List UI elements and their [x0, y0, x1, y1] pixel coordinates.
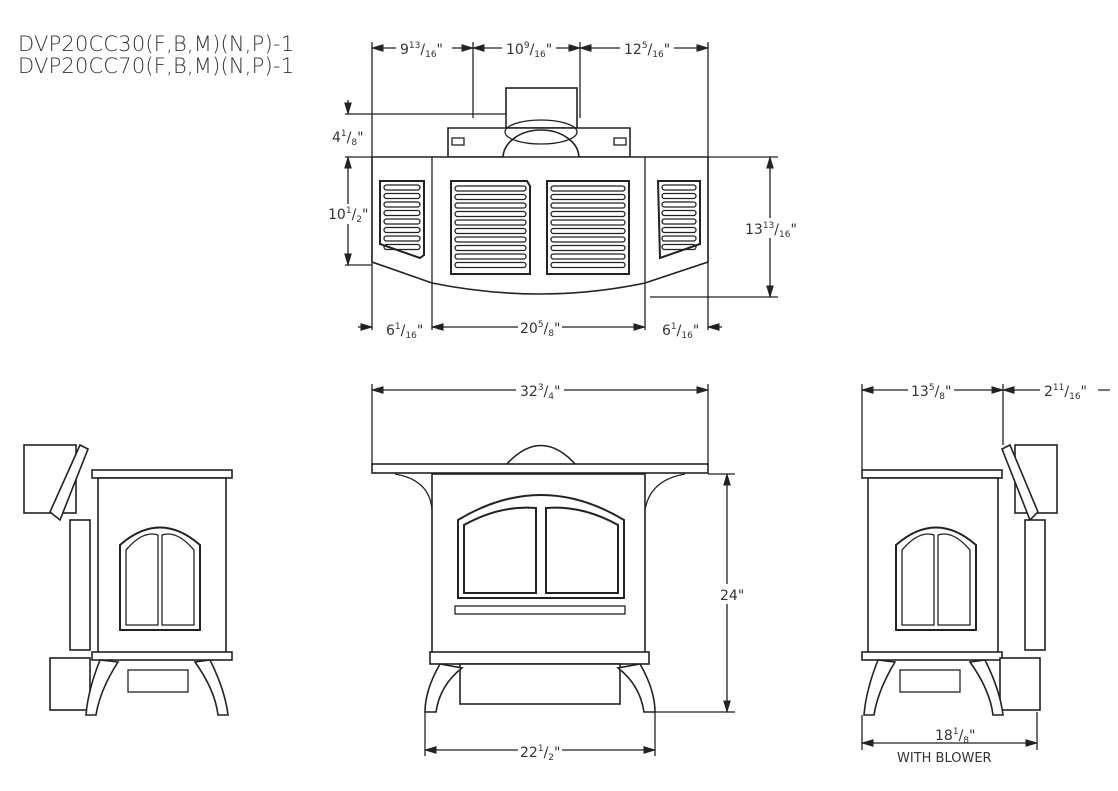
dim-left-shelf: 61/16" — [386, 322, 423, 341]
grille-slat — [454, 261, 527, 269]
grille-slat — [383, 209, 421, 217]
dim-depth-with-blower: 181/8" — [935, 727, 975, 746]
dimension-labels: 913/16" 109/16" 125/16" 41/8" 101/2" 131… — [326, 38, 1098, 766]
grille-slat — [454, 193, 527, 201]
grille-slat — [661, 209, 697, 217]
grille-slat — [550, 244, 626, 252]
grille-slat — [550, 185, 626, 192]
dim-leg-width: 221/2" — [520, 744, 560, 763]
grille-slat — [383, 192, 421, 200]
grille-slat — [661, 235, 697, 242]
grille-slat — [454, 236, 527, 243]
dim-body-width: 205/8" — [520, 320, 560, 339]
grille-slat — [454, 244, 527, 252]
grille-slat — [454, 227, 527, 235]
grille-slat — [383, 243, 421, 251]
grille-slat — [661, 243, 697, 251]
grille-slat — [454, 219, 527, 226]
dim-total-depth: 1313/16" — [745, 221, 797, 240]
dim-flue-offset: 41/8" — [332, 129, 364, 148]
grille-slat — [383, 184, 421, 191]
grille-slat — [550, 253, 626, 260]
grille-slat — [661, 201, 697, 208]
model-title-2: DVP20CC70(F,B,M)(N,P)-1 — [18, 54, 295, 78]
grille-slat — [550, 219, 626, 226]
grille-slat — [383, 201, 421, 208]
dim-side-depth: 101/2" — [328, 206, 368, 225]
top-view — [344, 42, 778, 331]
dim-left-to-flue: 913/16" — [400, 41, 443, 60]
dim-overall-width: 323/4" — [520, 383, 560, 402]
model-title-1: DVP20CC30(F,B,M)(N,P)-1 — [18, 32, 295, 56]
dim-flue-width: 109/16" — [506, 41, 552, 60]
grille-slat — [550, 236, 626, 243]
grille-slat — [661, 226, 697, 234]
dim-side-depth-top: 135/8" — [911, 383, 951, 402]
grille-slat — [550, 227, 626, 235]
grille-slat — [550, 261, 626, 269]
grille-slat — [661, 218, 697, 225]
right-side-view — [860, 384, 1110, 750]
grille-slat — [454, 253, 527, 260]
dim-overall-height: 24" — [720, 588, 744, 604]
grille-slat — [454, 210, 527, 218]
grille-slats — [383, 184, 697, 269]
grille-slat — [550, 210, 626, 218]
with-blower-note: WITH BLOWER — [897, 751, 992, 766]
grille-slat — [661, 192, 697, 200]
grille-slat — [383, 235, 421, 242]
grille-slat — [454, 185, 527, 192]
left-side-view — [23, 443, 233, 716]
grille-left — [379, 180, 701, 275]
dim-right-shelf: 61/16" — [662, 322, 699, 341]
grille-slat — [550, 193, 626, 201]
grille-slat — [550, 202, 626, 209]
dim-flue-projection: 211/16" — [1044, 383, 1087, 402]
grille-slat — [661, 184, 697, 191]
grille-slat — [454, 202, 527, 209]
grille-slat — [383, 226, 421, 234]
dim-flue-to-right: 125/16" — [624, 41, 670, 60]
front-view — [370, 384, 735, 756]
grille-slat — [383, 218, 421, 225]
